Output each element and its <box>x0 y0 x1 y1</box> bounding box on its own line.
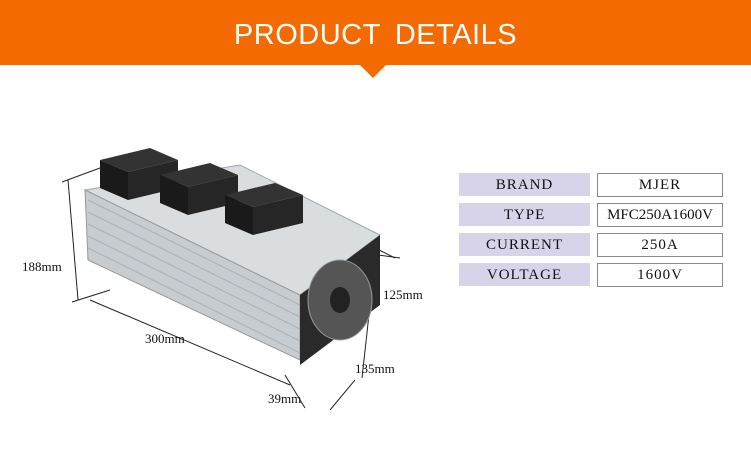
dim-depth: 135mm <box>355 361 395 376</box>
dim-length: 300mm <box>145 331 185 346</box>
module-icon <box>225 183 303 235</box>
spec-value-type: MFC250A1600V <box>597 203 723 227</box>
spec-label-brand: BRAND <box>459 173 590 196</box>
spec-label-voltage: VOLTAGE <box>459 263 590 286</box>
module-icon <box>160 163 238 215</box>
spec-value-current: 250A <box>597 233 723 257</box>
banner-pointer <box>359 64 387 78</box>
spec-label-current: CURRENT <box>459 233 590 256</box>
spec-label-type: TYPE <box>459 203 590 226</box>
product-image <box>61 148 401 411</box>
spec-value-brand: MJER <box>597 173 723 197</box>
dimension-lines <box>61 167 401 411</box>
page-title: PRODUCT DETAILS <box>233 19 518 51</box>
dim-height: 188mm <box>22 259 62 274</box>
dim-fan-offset: 39mm <box>268 391 302 406</box>
header-banner <box>0 0 751 65</box>
fan-icon <box>300 235 380 365</box>
spec-value-voltage: 1600V <box>597 263 723 287</box>
dim-fan-height: 125mm <box>383 287 423 302</box>
